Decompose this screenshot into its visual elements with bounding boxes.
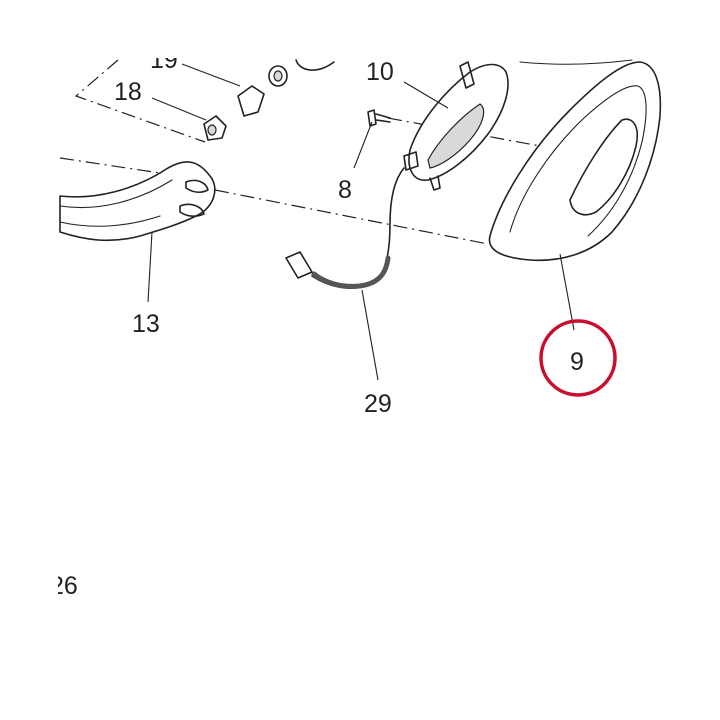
- highlight-circle: [539, 319, 617, 397]
- part-13-arm: [59, 161, 216, 242]
- arm-body: [59, 161, 216, 242]
- screw-shank: [375, 113, 391, 123]
- assembly-guide-lines: [59, 59, 541, 245]
- leader-lines: [147, 63, 575, 381]
- lamp-clip-bottom: [429, 175, 441, 191]
- arm-slot-lower: [179, 203, 205, 217]
- shell-cutout: [569, 118, 638, 216]
- lamp-lens: [427, 103, 485, 169]
- callout-8: 8: [338, 176, 352, 204]
- lamp-connector: [403, 151, 419, 171]
- shell-body: [488, 61, 662, 262]
- harness-plug: [285, 251, 313, 279]
- guide-line-arm-to-shell: [214, 189, 489, 245]
- callout-29: 29: [364, 390, 392, 418]
- part-8-screw: [367, 109, 391, 127]
- bushing-body: [237, 85, 265, 117]
- harness-wire: [311, 167, 405, 289]
- part-29-wire-harness: [285, 167, 405, 289]
- leader-29: [361, 289, 379, 381]
- callout-18: 18: [114, 78, 142, 106]
- screw-head: [367, 109, 377, 127]
- guide-line-arm: [59, 157, 181, 177]
- callout-13: 13: [132, 310, 160, 338]
- shell-inner-rim: [509, 85, 647, 237]
- leader-13: [147, 231, 153, 303]
- leader-18: [151, 97, 207, 121]
- left-crop-mask: [0, 0, 58, 720]
- lamp-mount-tab: [459, 61, 475, 89]
- part-19-bushing: [237, 59, 335, 117]
- shell-top-edge: [519, 59, 633, 65]
- cable-loop-top: [295, 59, 335, 71]
- leader-9: [559, 253, 575, 331]
- part-10-lamp-module: [403, 61, 509, 191]
- callout-10: 10: [366, 58, 394, 86]
- arm-edge-upper: [59, 179, 173, 209]
- leader-10: [403, 81, 449, 109]
- leader-19: [181, 63, 241, 87]
- callout-9: 9: [570, 348, 584, 376]
- washer-inner: [273, 70, 283, 82]
- guide-line-top-left: [74, 59, 206, 143]
- leader-8: [353, 121, 373, 169]
- top-crop-mask: [0, 0, 720, 58]
- harness-sleeve: [311, 255, 391, 289]
- arm-edge-lower: [59, 215, 161, 227]
- arm-slot-upper: [185, 179, 209, 193]
- callout-labels: 19 18 10 8 13 29 9 26: [50, 46, 584, 600]
- part-18-insert: [203, 115, 227, 141]
- part-9-outer-shell: [488, 59, 662, 262]
- insert-hole: [207, 124, 217, 136]
